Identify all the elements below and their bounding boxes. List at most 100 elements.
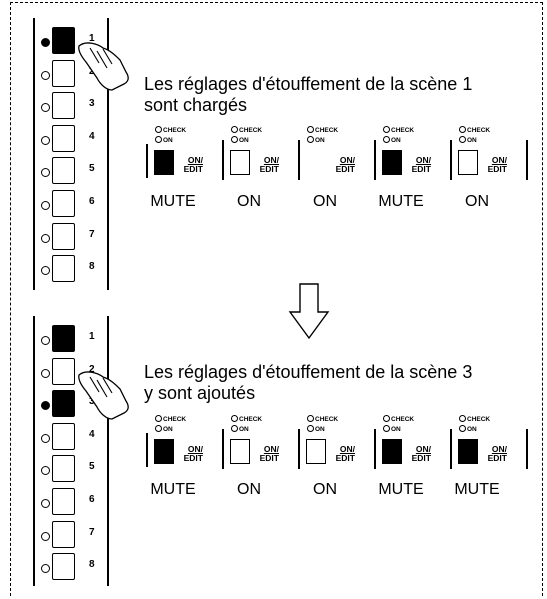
scene-led-indicator xyxy=(41,201,50,210)
scene-memory-key[interactable] xyxy=(52,553,75,581)
scene-led-indicator xyxy=(41,564,50,574)
module-divider xyxy=(146,433,148,467)
scene-memory-key[interactable] xyxy=(52,27,75,54)
module-divider xyxy=(222,140,224,180)
step1-caption-line2: sont chargés xyxy=(144,95,248,115)
module-divider xyxy=(298,429,300,469)
bottom-scene-row: 1 xyxy=(33,324,109,358)
check-led: CHECK xyxy=(155,415,186,425)
scene-memory-key[interactable] xyxy=(52,325,75,352)
module-divider xyxy=(222,429,224,469)
check-led: CHECK xyxy=(459,415,490,425)
scene-memory-key[interactable] xyxy=(52,520,75,548)
on-edit-key[interactable] xyxy=(458,150,478,175)
on-led: ON xyxy=(155,425,173,435)
on-edit-label: ON/EDIT xyxy=(335,444,355,463)
channel-state-label: ON xyxy=(237,193,261,210)
scene-memory-key[interactable] xyxy=(52,390,75,418)
on-edit-key[interactable] xyxy=(154,439,174,464)
step2-caption-line1: Les réglages d'étouffement de la scène 3 xyxy=(144,362,473,382)
module-divider xyxy=(146,144,148,178)
on-led: ON xyxy=(459,136,477,146)
scene-led-indicator xyxy=(41,233,50,243)
bottom-scene-row: 5 xyxy=(33,454,109,488)
scene-memory-key[interactable] xyxy=(52,222,75,250)
channel-state-label: ON xyxy=(465,193,489,210)
channel-state-label: ON xyxy=(237,481,261,498)
on-led: ON xyxy=(459,425,477,435)
scene-number-label: 7 xyxy=(89,526,95,538)
scene-memory-key[interactable] xyxy=(52,488,75,515)
top-scene-row: 8 xyxy=(33,254,109,288)
scene-memory-key[interactable] xyxy=(52,59,75,87)
check-led: CHECK xyxy=(459,126,490,136)
module-divider xyxy=(374,140,376,180)
on-edit-key[interactable] xyxy=(230,439,250,464)
on-led: ON xyxy=(307,136,325,146)
top-scene-row: 6 xyxy=(33,189,109,223)
scene-memory-key[interactable] xyxy=(52,357,75,385)
on-edit-key[interactable] xyxy=(306,439,326,464)
on-edit-key[interactable] xyxy=(230,150,250,175)
bottom-scene-row: 6 xyxy=(33,487,109,521)
module-divider xyxy=(374,429,376,469)
module-divider xyxy=(450,429,452,469)
scene-memory-key[interactable] xyxy=(52,92,75,120)
scene-led-indicator xyxy=(41,499,50,508)
on-edit-key[interactable] xyxy=(458,439,478,464)
on-edit-label: ON/EDIT xyxy=(411,444,431,463)
pointing-hand-icon-bottom xyxy=(78,371,129,420)
check-led: CHECK xyxy=(307,415,338,425)
scene-led-indicator xyxy=(41,103,50,113)
scene-number-label: 4 xyxy=(89,130,95,142)
on-edit-label: ON/EDIT xyxy=(487,444,507,463)
scene-led-indicator xyxy=(41,135,50,145)
on-edit-label: ON/EDIT xyxy=(259,155,279,174)
on-edit-label: ON/EDIT xyxy=(487,155,507,174)
channel-state-label: MUTE xyxy=(378,193,424,210)
scene-led-indicator xyxy=(41,168,50,178)
scene-number-label: 8 xyxy=(89,559,95,571)
scene-memory-key[interactable] xyxy=(52,422,75,450)
on-led: ON xyxy=(383,425,401,435)
down-arrow-icon xyxy=(288,283,330,340)
scene-led-indicator xyxy=(41,70,50,80)
on-edit-label: ON/EDIT xyxy=(411,155,431,174)
on-edit-key[interactable] xyxy=(154,150,174,175)
module-divider xyxy=(298,140,300,180)
scene-number-label: 1 xyxy=(89,33,95,44)
step2-caption-line2: y sont ajoutés xyxy=(144,383,256,403)
channel-state-label: MUTE xyxy=(454,481,500,498)
scene-number-label: 6 xyxy=(89,494,95,505)
on-led: ON xyxy=(307,425,325,435)
scene-number-label: 1 xyxy=(89,331,95,342)
channel-state-label: MUTE xyxy=(150,193,196,210)
module-divider xyxy=(526,140,528,180)
on-edit-key[interactable] xyxy=(382,150,402,175)
on-edit-label: ON/EDIT xyxy=(335,155,355,174)
scene-led-indicator xyxy=(41,266,50,276)
on-edit-label: ON/EDIT xyxy=(183,444,203,463)
scene-memory-key[interactable] xyxy=(52,255,75,283)
scene-number-label: 7 xyxy=(89,228,95,240)
scene-memory-key[interactable] xyxy=(52,190,75,217)
scene-memory-key[interactable] xyxy=(52,124,75,152)
scene-memory-key[interactable] xyxy=(52,455,75,483)
scene-memory-key[interactable] xyxy=(52,157,75,185)
top-scene-row: 1 xyxy=(33,26,109,60)
on-edit-label: ON/EDIT xyxy=(183,155,203,174)
check-led: CHECK xyxy=(231,415,262,425)
check-led: CHECK xyxy=(231,126,262,136)
on-edit-key[interactable] xyxy=(382,439,402,464)
pointing-hand-icon-top xyxy=(78,42,129,91)
check-led: CHECK xyxy=(383,415,414,425)
